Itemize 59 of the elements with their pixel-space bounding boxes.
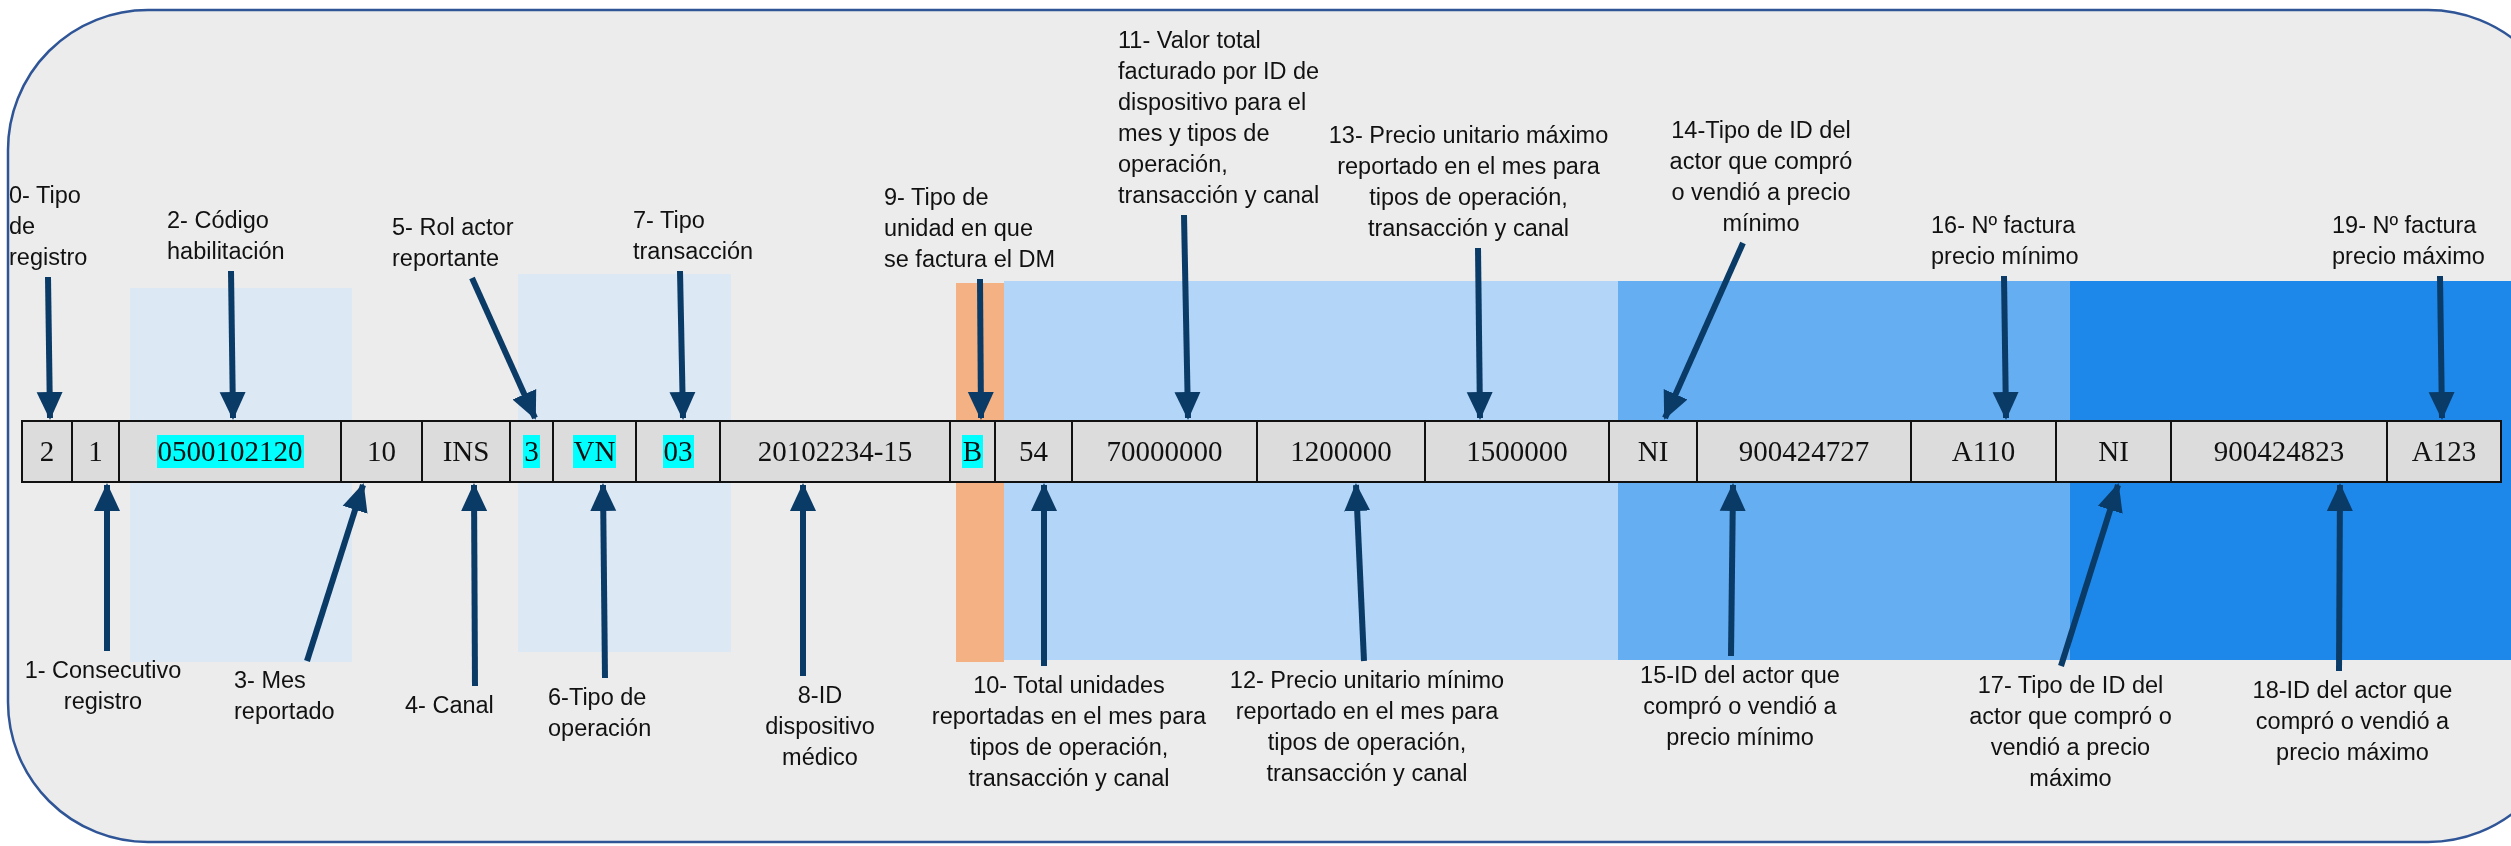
table-cell: B — [949, 420, 996, 483]
field-description: 1- Consecutivo registro — [8, 655, 198, 717]
arrow — [1031, 483, 1057, 666]
table-cell: 20102234-15 — [719, 420, 951, 483]
field-description: 11- Valor total facturado por ID de dispositivo para el mes y tipos de operación, transacción y canal — [1118, 25, 1323, 211]
table-cell: 3 — [509, 420, 554, 483]
field-description: 12- Precio unitario mínimo reportado en el mes para tipos de operación, transacción y canal — [1222, 665, 1512, 789]
arrow — [2326, 483, 2353, 672]
field-description: 19- Nº factura precio máximo — [2332, 210, 2510, 272]
field-description: 18-ID del actor que compró o vendió a precio máximo — [2250, 675, 2455, 768]
table-cell: A123 — [2386, 420, 2502, 483]
table-cell: 1200000 — [1256, 420, 1426, 483]
table-cell: VN — [552, 420, 637, 483]
table-cell: 900424727 — [1696, 420, 1912, 483]
table-cell: A110 — [1910, 420, 2057, 483]
field-description: 0- Tipo de registro — [9, 180, 109, 273]
arrow — [469, 276, 538, 420]
field-description: 15-ID del actor que compró o vendió a precio mínimo — [1640, 660, 1840, 753]
field-description: 6-Tipo de operación — [548, 682, 688, 744]
arrow — [1174, 214, 1201, 420]
field-description: 8-ID dispositivo médico — [745, 680, 895, 773]
field-description: 7- Tipo transacción — [633, 205, 783, 267]
field-description: 13- Precio unitario máximo reportado en el mes para tipos de operación, transacción y canal — [1326, 120, 1611, 244]
table-cell: 03 — [635, 420, 721, 483]
field-description: 16- Nº factura precio mínimo — [1931, 210, 2106, 272]
arrow — [1466, 247, 1493, 420]
arrow — [590, 483, 617, 679]
field-description: 3- Mes reportado — [234, 665, 364, 727]
arrow — [94, 483, 120, 651]
field-description: 10- Total unidades reportadas en el mes para tipos de operación, transacción y canal — [924, 670, 1214, 794]
table-cell: 1500000 — [1424, 420, 1610, 483]
arrow — [219, 270, 246, 420]
table-cell: 1 — [71, 420, 120, 483]
arrow — [669, 270, 696, 420]
arrow — [1344, 483, 1371, 662]
field-description: 5- Rol actor reportante — [392, 212, 522, 274]
table-cell: 10 — [340, 420, 423, 483]
arrow — [790, 483, 816, 676]
table-cell: 2 — [21, 420, 73, 483]
arrow — [2428, 275, 2455, 420]
field-description: 4- Canal — [405, 690, 505, 721]
field-description: 14-Tipo de ID del actor que compró o vendió a precio mínimo — [1661, 115, 1861, 239]
table-cell: NI — [2055, 420, 2172, 483]
table-cell: 0500102120 — [118, 420, 342, 483]
table-cell: 900424823 — [2170, 420, 2388, 483]
table-cell: 70000000 — [1071, 420, 1258, 483]
arrow — [36, 276, 63, 420]
arrow — [461, 483, 488, 686]
field-description: 2- Código habilitación — [167, 205, 327, 267]
arrow — [1719, 483, 1746, 657]
arrow — [967, 278, 994, 420]
arrow — [1992, 275, 2019, 420]
arrow — [2058, 483, 2123, 667]
table-cell: INS — [421, 420, 511, 483]
arrow — [304, 483, 368, 662]
field-description: 9- Tipo de unidad en que se factura el DM — [884, 182, 1062, 275]
field-description: 17- Tipo de ID del actor que compró o vendió a precio máximo — [1968, 670, 2173, 794]
table-cell: 54 — [994, 420, 1073, 483]
table-cell: NI — [1608, 420, 1698, 483]
